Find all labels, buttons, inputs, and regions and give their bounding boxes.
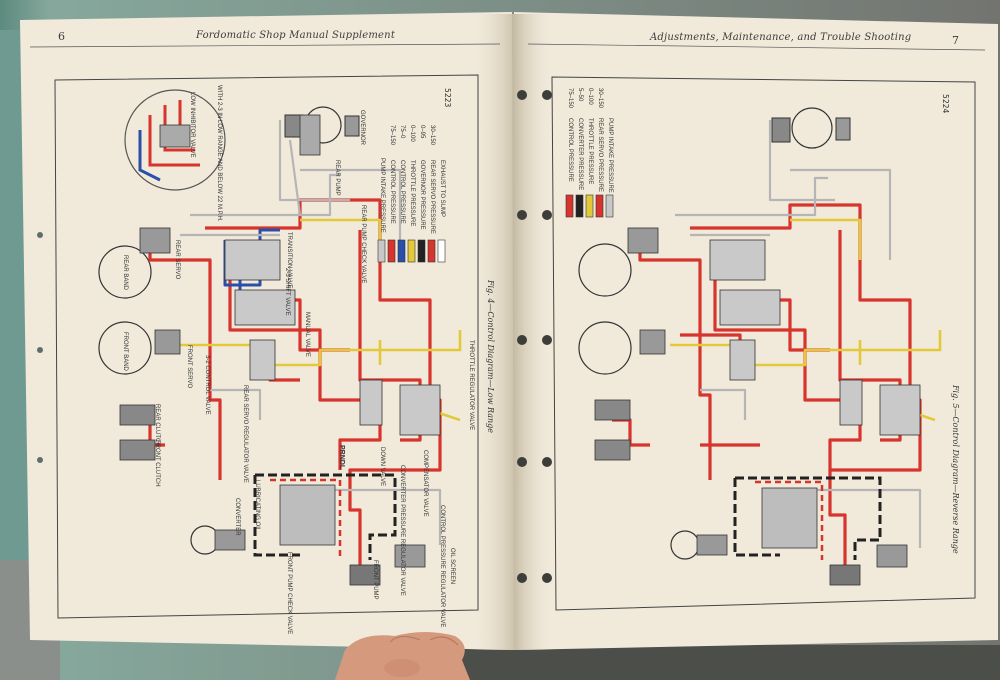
right-legend-swatches: [565, 194, 614, 218]
governor-right: [791, 107, 833, 149]
clipboard-bar: [380, 645, 1000, 680]
front-band-right: [578, 321, 632, 375]
right-page-number: 7: [952, 34, 959, 47]
low-inhibitor-label: LOW INHIBITOR VALVE: [189, 92, 195, 158]
binder-holes: [517, 90, 552, 583]
legend-item: CONVERTER PRESSURE: [577, 118, 583, 191]
converter-label: CONVERTER: [234, 498, 240, 536]
front-clutch: [119, 439, 156, 461]
left-figure-code: 5223: [443, 88, 452, 108]
left-page-number: 6: [58, 30, 65, 43]
lubricating-oil-label: LUBRICATING OIL: [254, 480, 260, 532]
compensator-label: COMPENSATOR VALVE: [422, 450, 428, 517]
right-figure-frame: [551, 76, 976, 611]
converter-pressure-reg-label: CONVERTER PRESSURE REGULATOR VALVE: [399, 465, 405, 596]
left-hydraulic-diagram: [98, 89, 462, 586]
legend-item: GOVERNOR PRESSURE: [419, 160, 425, 230]
front-servo-label: FRONT SERVO: [186, 345, 192, 389]
legend-item: PUMP INTAKE PRESSURE: [607, 118, 613, 193]
prndl-label: PRNDL: [338, 445, 345, 470]
left-gutter-shade: [470, 14, 514, 650]
low-range-note: WITH 2-3 IN LOW RANGE AND BELOW 22 M.P.H…: [216, 85, 222, 222]
legend-item: EXHAUST TO SUMP: [439, 160, 445, 218]
right-header-rule: [527, 43, 986, 51]
legend-item: REAR SERVO PRESSURE: [429, 160, 435, 234]
rear-band-right: [578, 243, 632, 297]
legend-item: CONTROL PRESSURE: [399, 160, 405, 224]
rear-servo-label: REAR SERVO: [174, 240, 180, 280]
throttle-reg-label: THROTTLE REGULATOR VALVE: [468, 340, 474, 431]
front-band-label: FRONT BAND: [122, 332, 128, 371]
legend-item: CONTROL PRESSURE: [567, 118, 573, 182]
legend-item: REAR SERVO PRESSURE: [597, 118, 603, 192]
left-margin-holes: [37, 232, 43, 463]
legend-value: 30–150: [597, 88, 603, 109]
front-pump-check-label: FRONT PUMP CHECK VALVE: [286, 552, 292, 635]
right-hydraulic-diagram: [565, 107, 942, 586]
legend-item: THROTTLE PRESSURE: [409, 160, 415, 227]
right-figure-caption: Fig. 5—Control Diagram—Reverse Range: [951, 385, 960, 554]
down-valve-label: DOWN VALVE: [379, 447, 385, 487]
front-clutch-label: FRONT CLUTCH: [154, 440, 160, 487]
left-figure-caption: Fig. 4—Control Diagram—Low Range: [486, 280, 495, 433]
legend-value: 75–0: [399, 125, 405, 139]
oil-screen-label: OIL SCREEN: [449, 548, 455, 585]
rear-servo-reg-label: REAR SERVO REGULATOR VALVE: [242, 385, 248, 483]
hand-photo: [335, 632, 470, 680]
low-inhibitor-inset: [124, 89, 226, 191]
legend-item: THROTTLE PRESSURE: [587, 118, 593, 185]
control-pressure-reg-label: CONTROL PRESSURE REGULATOR VALVE: [439, 505, 445, 628]
left-legend-swatches: [377, 239, 446, 263]
legend-item: PUMP INTAKE PRESSURE: [379, 158, 385, 233]
legend-value: 0–100: [409, 125, 415, 142]
legend-value: 75–150: [567, 88, 573, 109]
front-pump-label: FRONT PUMP: [372, 560, 378, 600]
rear-band-label: REAR BAND: [122, 255, 128, 291]
legend-value: 0–95: [419, 125, 425, 139]
legend-value: 30–150: [429, 125, 435, 146]
left-header-rule: [29, 43, 501, 48]
rear-pump-label: REAR PUMP: [334, 160, 340, 196]
legend-value: 75–150: [389, 125, 395, 146]
legend-value: 5–50: [577, 88, 583, 102]
right-page-header: Adjustments, Maintenance, and Trouble Sh…: [650, 32, 912, 43]
governor-label: GOVERNOR: [359, 110, 365, 146]
front-band: [98, 321, 152, 375]
legend-value: 0–100: [587, 88, 593, 105]
rear-pump-check-label: REAR PUMP CHECK VALVE: [360, 205, 366, 284]
manual-valve-label: MANUAL VALVE: [304, 312, 310, 357]
rear-band: [98, 245, 152, 299]
legend-item: CONTROL PRESSURE: [389, 160, 395, 224]
valve-3-2-label: 3-2 CONTROL VALVE: [204, 355, 210, 415]
left-figure-frame: [54, 74, 479, 619]
left-page-header: Fordomatic Shop Manual Supplement: [196, 30, 396, 41]
right-gutter-shade: [514, 14, 554, 650]
right-figure-code: 5224: [941, 94, 950, 114]
rear-clutch: [119, 404, 156, 426]
transition-valve-label: TRANSITION VALVE: [286, 232, 292, 289]
